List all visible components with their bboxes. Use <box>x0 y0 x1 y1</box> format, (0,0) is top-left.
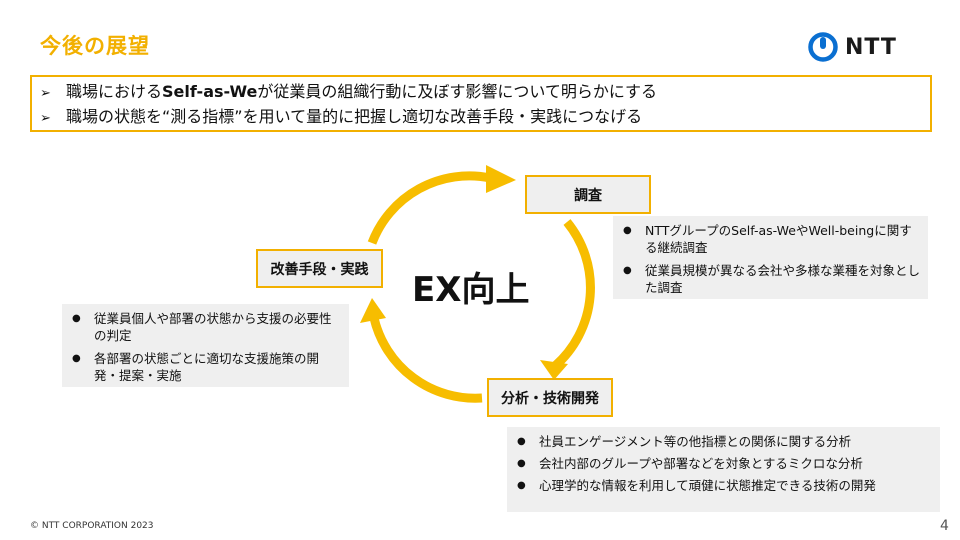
ntt-logo-icon <box>808 32 838 62</box>
page-title: 今後の展望 <box>40 34 150 58</box>
arrow-bullet-icon: ➢ <box>40 86 51 101</box>
copyright: © NTT CORPORATION 2023 <box>30 521 154 531</box>
summary-line-1-post: が従業員の組織行動に及ぼす影響について明らかにする <box>257 82 658 101</box>
node-analysis: 分析・技術開発 <box>487 378 613 417</box>
list-item: 各部署の状態ごとに適切な支援施策の開発・提案・実施 <box>70 350 341 384</box>
summary-box: ➢ 職場におけるSelf-as-Weが従業員の組織行動に及ぼす影響について明らかに… <box>30 75 932 132</box>
node-improve: 改善手段・実践 <box>256 249 383 288</box>
node-survey: 調査 <box>525 175 651 214</box>
arrow-bullet-icon: ➢ <box>40 111 51 126</box>
cycle-arrowhead-right <box>540 360 568 380</box>
improve-details: 従業員個人や部署の状態から支援の必要性の判定 各部署の状態ごとに適切な支援施策の… <box>62 304 349 387</box>
cycle-arrowhead-top <box>486 165 516 193</box>
summary-line-2-text: 職場の状態を“測る指標”を用いて量的に把握し適切な改善手段・実践につなげる <box>66 107 643 126</box>
page-number: 4 <box>940 518 949 534</box>
list-item: 社員エンゲージメント等の他指標との関係に関する分析 <box>515 433 932 450</box>
summary-line-2: ➢ 職場の状態を“測る指標”を用いて量的に把握し適切な改善手段・実践につなげる <box>40 105 930 130</box>
list-item: 会社内部のグループや部署などを対象とするミクロな分析 <box>515 455 932 472</box>
analysis-details: 社員エンゲージメント等の他指標との関係に関する分析 会社内部のグループや部署など… <box>507 427 940 512</box>
list-item: 従業員個人や部署の状態から支援の必要性の判定 <box>70 310 341 344</box>
logo-text: NTT <box>845 34 897 60</box>
list-item: 従業員規模が異なる会社や多様な業種を対象とした調査 <box>621 262 920 296</box>
list-item: NTTグループのSelf-as-WeやWell-beingに関する継続調査 <box>621 222 920 256</box>
center-label: EX向上 <box>412 270 530 310</box>
cycle-arrow-top <box>367 171 491 245</box>
summary-line-1-pre: 職場における <box>66 82 163 101</box>
survey-details: NTTグループのSelf-as-WeやWell-beingに関する継続調査 従業… <box>613 216 928 299</box>
cycle-arrowhead-bottom <box>360 298 386 323</box>
summary-line-1: ➢ 職場におけるSelf-as-Weが従業員の組織行動に及ぼす影響について明らかに… <box>40 80 930 105</box>
ntt-logo: NTT <box>808 31 897 63</box>
cycle-arrow-bottom <box>369 316 483 403</box>
list-item: 心理学的な情報を利用して頑健に状態推定できる技術の開発 <box>515 477 932 494</box>
cycle-arrow-right <box>552 219 595 370</box>
summary-line-1-bold: Self-as-We <box>162 82 258 101</box>
